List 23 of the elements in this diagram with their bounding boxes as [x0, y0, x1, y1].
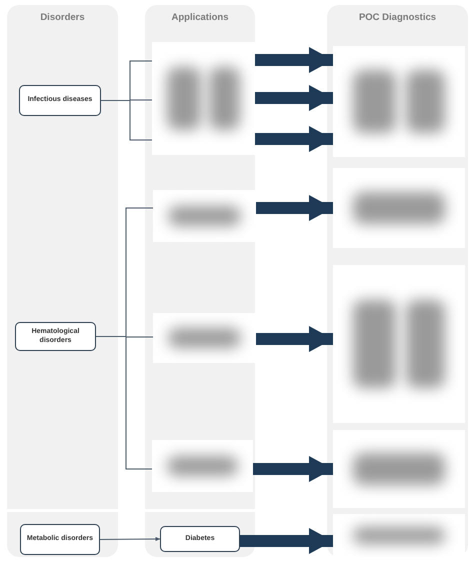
column-heading: Applications: [171, 12, 228, 23]
block-arrow: [240, 528, 333, 554]
blurred-box: [333, 168, 465, 248]
arrow: [100, 537, 160, 542]
blurred-box: [333, 46, 465, 157]
blurred-box: [333, 430, 465, 508]
block-arrow: [256, 326, 333, 352]
blurred-box: [333, 265, 465, 423]
blurred-box: [152, 440, 253, 492]
column-panel: [327, 5, 468, 557]
blurred-box: [333, 514, 465, 557]
block-arrow: [253, 456, 333, 482]
column-panel: [7, 5, 118, 557]
column-panel: [145, 5, 255, 557]
block-arrow: [255, 126, 333, 152]
column-heading: POC Diagnostics: [358, 12, 436, 23]
column-heading: Disorders: [40, 12, 85, 23]
block-arrow: [255, 85, 333, 111]
blurred-box: [153, 190, 256, 242]
blurred-box: [153, 313, 256, 363]
blurred-box: [152, 42, 255, 155]
block-arrow: [256, 195, 333, 221]
block-arrow: [255, 47, 333, 73]
